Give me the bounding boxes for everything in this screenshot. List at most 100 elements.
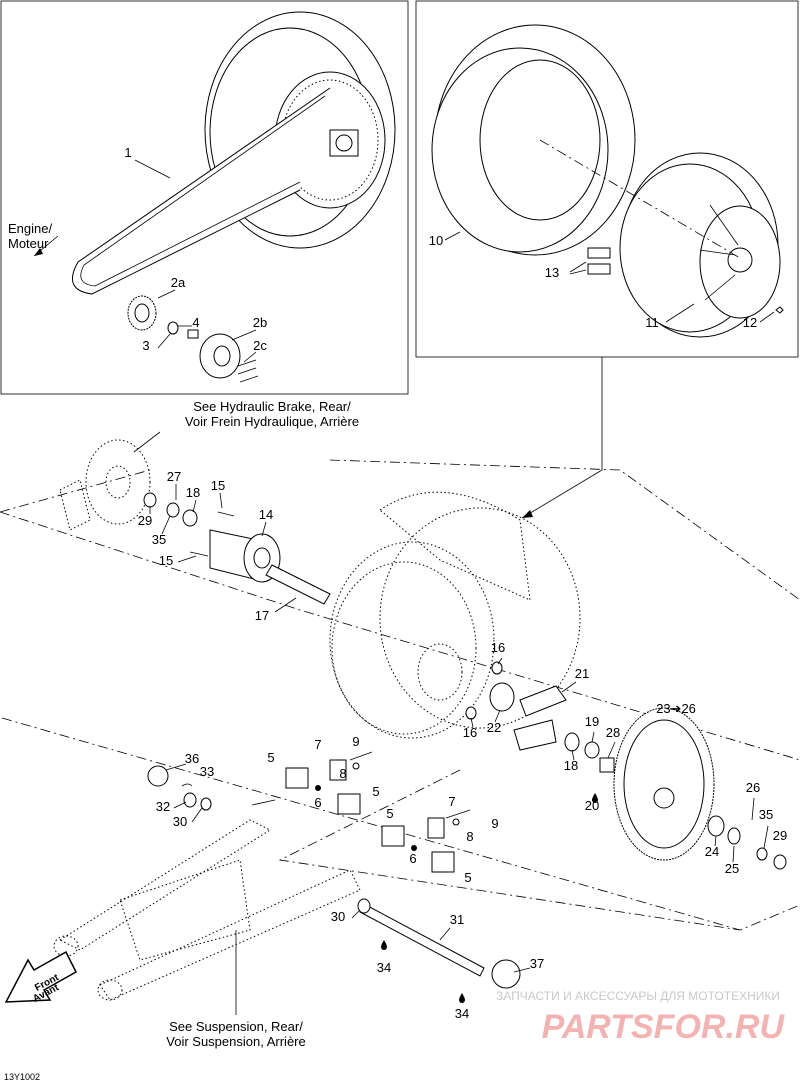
engine-arrow-head	[34, 248, 43, 256]
callout-c13: 13	[545, 265, 559, 280]
callout-c37: 37	[530, 956, 544, 971]
nut-upper	[491, 661, 503, 675]
callout-c8b: 8	[466, 829, 473, 844]
sprocket-seal	[756, 847, 768, 861]
callout-c29b: 29	[773, 828, 787, 843]
grease-drop-icon	[592, 793, 598, 803]
callout-c33: 33	[200, 764, 214, 779]
nut-lower	[465, 706, 477, 720]
callout-c28: 28	[606, 725, 620, 740]
callout-c18b: 18	[564, 758, 578, 773]
callout-c34a: 34	[377, 960, 391, 975]
pulley-flange	[199, 333, 241, 379]
bearing-part	[182, 509, 198, 527]
figure-code: 13Y1002	[4, 1072, 40, 1082]
callout-c24: 24	[705, 844, 719, 859]
callout-c35a: 35	[152, 532, 166, 547]
callout-c31: 31	[450, 912, 464, 927]
hub-bolt-lower	[189, 551, 209, 557]
balance-weights	[587, 247, 611, 275]
suspension-note-line2: Voir Suspension, Arrière	[166, 1034, 305, 1049]
belt-drive-inset-frame	[0, 0, 409, 395]
callout-c5a: 5	[267, 750, 274, 765]
bearing-rear	[564, 732, 580, 752]
callout-c26: 26	[746, 780, 760, 795]
wheel-tire-inset-frame	[415, 0, 799, 358]
rim	[619, 152, 781, 338]
callout-c9a: 9	[352, 734, 359, 749]
spacer-part	[166, 502, 180, 518]
callout-c21: 21	[575, 666, 589, 681]
hub-bolt-upper	[217, 511, 235, 517]
callout-c2c: 2c	[253, 338, 267, 353]
callout-c5d: 5	[464, 870, 471, 885]
callout-c4: 4	[192, 315, 199, 330]
inset-connector-line	[521, 357, 603, 519]
callout-c2b: 2b	[253, 315, 267, 330]
swing-arm	[53, 819, 361, 1001]
callout-c27: 27	[167, 469, 181, 484]
callout-c15a: 15	[211, 478, 225, 493]
eccentric-adjuster	[147, 765, 212, 811]
seal-rear	[584, 741, 600, 759]
engine-note-line1: Engine/	[8, 221, 52, 236]
callout-c25: 25	[725, 861, 739, 876]
callout-c11: 11	[645, 315, 659, 330]
grease-drop-icon	[381, 940, 387, 950]
callout-c17: 17	[255, 608, 269, 623]
valve-stem	[775, 306, 784, 314]
callout-c20: 20	[585, 798, 599, 813]
bolt-part	[187, 329, 199, 339]
callout-c14: 14	[259, 507, 273, 522]
callout-c3: 3	[142, 338, 149, 353]
front-sprocket	[127, 295, 157, 331]
callout-c6b: 6	[409, 851, 416, 866]
callout-c15b: 15	[159, 553, 173, 568]
callout-c18a: 18	[186, 485, 200, 500]
callout-c12: 12	[743, 315, 757, 330]
callout-c7a: 7	[314, 737, 321, 752]
axle-nut	[491, 959, 521, 989]
callout-c29a: 29	[138, 513, 152, 528]
callout-c30b: 30	[331, 909, 345, 924]
watermark-tagline: ЗАПЧАСТИ И АКСЕССУАРЫ ДЛЯ МОТОТЕХНИКИ	[496, 989, 780, 1003]
callout-c19: 19	[585, 714, 599, 729]
suspension-note-line1: See Suspension, Rear/	[169, 1019, 303, 1034]
callout-c36: 36	[185, 751, 199, 766]
hub-assembly-outline	[0, 459, 800, 761]
sprocket-cap	[773, 854, 787, 870]
callout-c8a: 8	[339, 766, 346, 781]
callout-c1: 1	[124, 145, 131, 160]
tire	[431, 24, 636, 256]
rear-axle	[357, 898, 485, 977]
callout-c16b: 16	[463, 725, 477, 740]
callout-c34b: 34	[455, 1006, 469, 1021]
sprocket-spacer	[707, 815, 725, 837]
reference-wheel-dotted	[329, 491, 581, 739]
callout-c22: 22	[487, 720, 501, 735]
watermark-brand: PARTSFOR.RU	[542, 1008, 786, 1046]
callout-c2326: 23➔26	[656, 701, 696, 716]
rear-sprocket	[613, 707, 715, 861]
grease-drop-icon	[459, 993, 465, 1003]
hub-sleeve	[265, 564, 331, 605]
brake-disc	[59, 439, 151, 531]
front-direction-arrow: Front Avant	[4, 950, 77, 1005]
drive-belt	[71, 87, 331, 295]
callout-c35b: 35	[759, 807, 773, 822]
seal-part	[143, 492, 157, 508]
axle-blocks-left	[285, 751, 373, 815]
sprocket-bearing	[727, 827, 741, 845]
callout-c5b: 5	[372, 784, 379, 799]
callout-c5c: 5	[386, 806, 393, 821]
axle-blocks-right	[381, 809, 471, 873]
washer-part	[167, 321, 179, 335]
callout-c10: 10	[429, 233, 443, 248]
brake-note-line1: See Hydraulic Brake, Rear/	[193, 399, 351, 414]
cush-drive-rubbers	[513, 685, 567, 751]
spacer-rear	[599, 757, 615, 773]
callout-c9b: 9	[491, 816, 498, 831]
callout-c2a: 2a	[171, 275, 186, 290]
